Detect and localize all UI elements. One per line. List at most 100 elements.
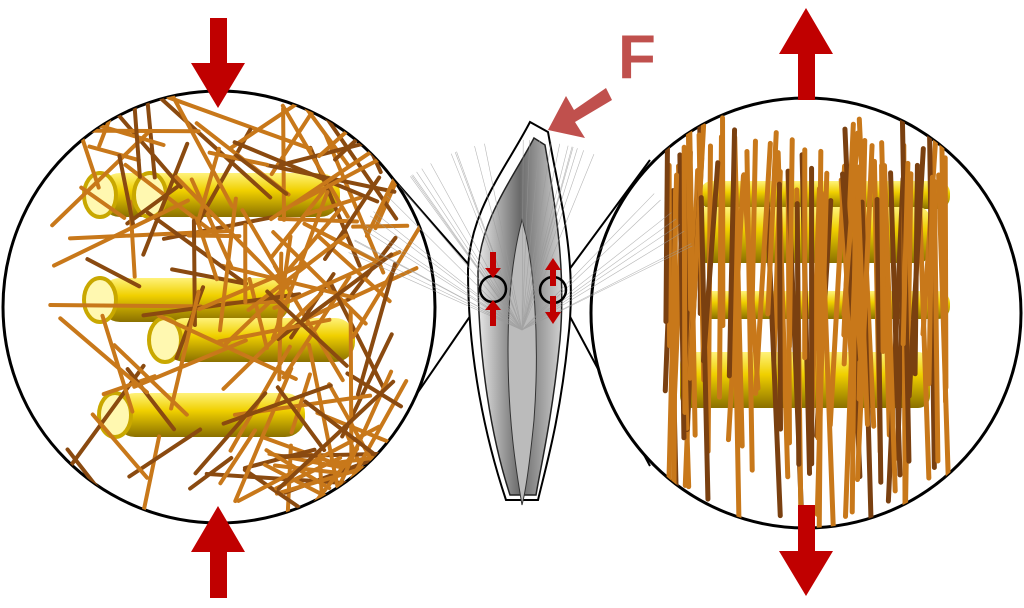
- mineral-rod: [786, 137, 795, 350]
- mineral-rod: [141, 141, 190, 257]
- mineral-rod: [79, 185, 127, 220]
- mineral-rod: [906, 146, 926, 399]
- mineral-rod: [275, 385, 327, 453]
- mineral-rod: [218, 428, 258, 486]
- mineral-rod: [841, 130, 861, 317]
- tension-arrow-bottom: [779, 505, 833, 596]
- tension-arrow-top: [779, 8, 833, 100]
- mineral-rod: [794, 201, 802, 467]
- load-arrows: [191, 8, 833, 598]
- mineral-rod: [879, 162, 886, 355]
- mineral-rod: [765, 130, 779, 317]
- mineral-rod: [196, 146, 221, 224]
- mineral-rod: [881, 163, 898, 494]
- mineral-rod: [681, 144, 688, 415]
- mineral-rod: [305, 195, 363, 216]
- mineral-rod: [189, 177, 234, 270]
- mineral-rod: [302, 221, 380, 264]
- tubule-line: [410, 176, 523, 331]
- aligned-fiber-network: [662, 113, 952, 528]
- tubule-line: [521, 218, 677, 331]
- compression-arrow-bottom: [191, 506, 245, 598]
- mineral-rod: [217, 196, 238, 333]
- mineral-rod: [85, 257, 142, 289]
- mineral-rod: [351, 223, 410, 229]
- mineral-rod: [132, 338, 248, 389]
- mineral-rod: [100, 313, 135, 414]
- mineral-rod: [234, 153, 289, 196]
- tube-end: [82, 276, 118, 324]
- tubule-line: [521, 154, 595, 331]
- tubule-line: [416, 171, 523, 331]
- compression-panel: [1, 89, 437, 525]
- mineral-rod: [275, 234, 293, 331]
- tubule-line: [398, 185, 523, 331]
- mineral-rod: [125, 367, 177, 432]
- tubule-line: [456, 151, 523, 331]
- tooth-illustration: [348, 120, 693, 506]
- mineral-rod: [48, 303, 203, 309]
- tubule-line: [521, 193, 655, 331]
- mineral-rod: [685, 121, 694, 312]
- tubule-line: [521, 140, 540, 331]
- mineral-rod: [221, 291, 324, 391]
- mineral-rod: [269, 147, 377, 222]
- mineral-rod: [931, 178, 941, 464]
- tubule-line: [474, 145, 523, 331]
- mineral-rod: [874, 196, 884, 485]
- mineral-rod: [268, 188, 326, 260]
- mineral-rod: [216, 317, 332, 344]
- mineral-rod: [242, 467, 301, 509]
- mineral-rod: [265, 289, 349, 368]
- tubule-line: [450, 153, 523, 331]
- tubule-line: [521, 150, 584, 331]
- mineral-rod: [194, 216, 219, 282]
- mineral-rod: [345, 371, 403, 409]
- mineral-rod: [854, 167, 870, 427]
- mineral-rod: [142, 91, 157, 180]
- tubule-line: [521, 199, 661, 331]
- tubule-line: [369, 215, 523, 331]
- mineral-rod: [131, 434, 162, 523]
- mineral-rod: [221, 383, 333, 426]
- mineral-rod: [926, 174, 935, 387]
- mineral-rod: [671, 187, 679, 528]
- tubule-line: [373, 211, 523, 331]
- mineral-rod: [90, 412, 150, 480]
- mineral-rod: [155, 93, 273, 200]
- tubule-line: [484, 143, 523, 331]
- mineral-rod: [349, 379, 409, 482]
- tubule-line: [521, 148, 578, 331]
- mineral-rod: [355, 261, 398, 397]
- mineral-rod: [900, 160, 911, 347]
- tubule-line: [521, 145, 569, 331]
- mineral-rod: [276, 379, 396, 491]
- mineral-rod: [52, 198, 190, 268]
- mineral-rod: [701, 160, 721, 364]
- mineral-rod: [351, 219, 426, 339]
- mineral-rod: [101, 374, 157, 397]
- mineral-rod: [888, 170, 903, 478]
- mineral-rod: [741, 172, 761, 391]
- mineral-rod: [160, 91, 235, 209]
- mineral-rod: [732, 134, 745, 449]
- tubule-line: [521, 146, 573, 331]
- mineral-rod: [166, 95, 313, 151]
- mineral-rod: [814, 170, 830, 517]
- mineral-rod: [936, 172, 952, 491]
- mineral-rod: [169, 289, 201, 411]
- mineral-rod: [348, 306, 354, 456]
- tubule-line: [521, 140, 531, 331]
- mineral-rod: [193, 391, 268, 476]
- mineral-rod: [174, 175, 282, 285]
- mineral-rod: [170, 267, 249, 286]
- mineral-rod: [280, 103, 350, 219]
- tubule-line: [521, 212, 672, 331]
- mineral-rod: [726, 127, 738, 379]
- mineral-rod: [283, 447, 360, 523]
- mineral-rod: [80, 135, 101, 190]
- mineral-rod: [776, 181, 783, 432]
- mineral-rod: [270, 190, 330, 341]
- force-arrow: [548, 88, 612, 138]
